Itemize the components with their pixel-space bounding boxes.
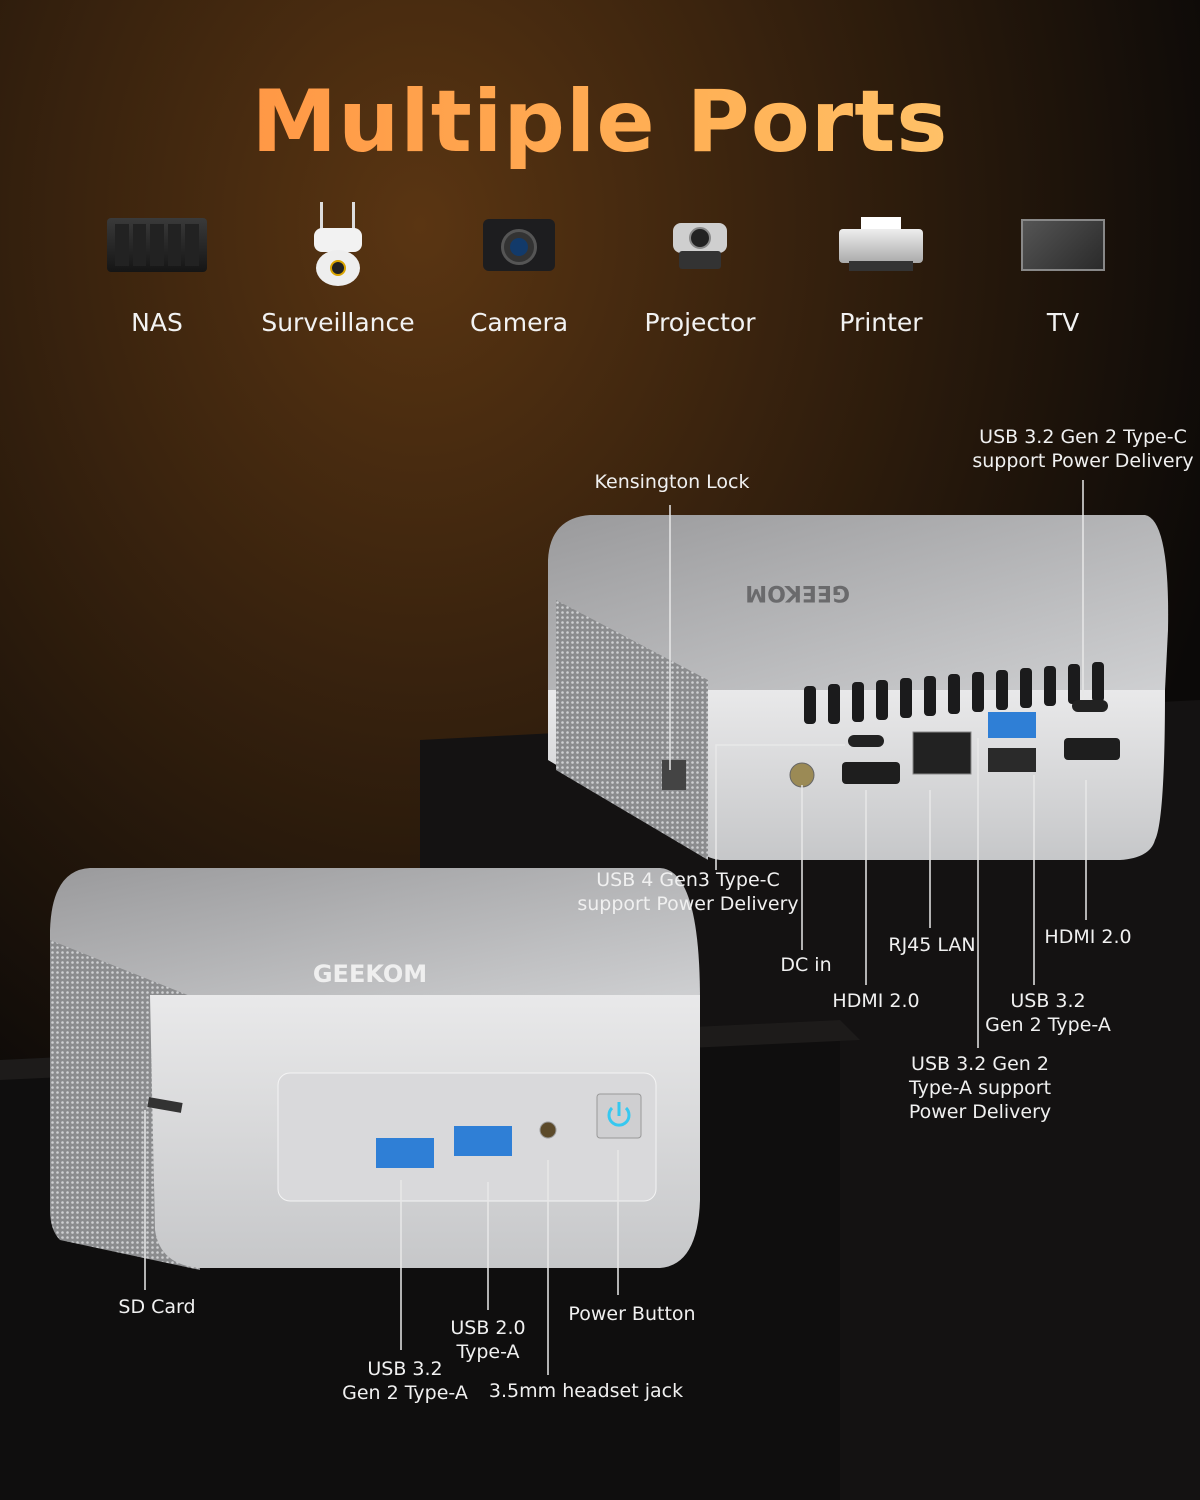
usb-3-2-port: [376, 1138, 434, 1168]
device-tv: TV: [973, 200, 1153, 337]
vent-slots: [804, 662, 1104, 724]
label-rj45: RJ45 LAN: [888, 934, 976, 956]
device-printer: Printer: [791, 200, 971, 337]
label-dc-in: DC in: [780, 954, 832, 976]
page-title: Multiple Ports: [0, 72, 1200, 172]
brand-logo: GEEKOM: [745, 580, 850, 605]
label-hdmi-left: HDMI 2.0: [832, 990, 920, 1012]
label-line: support Power Delivery: [972, 450, 1194, 472]
hdmi-port: [1064, 738, 1120, 760]
device-camera: Camera: [429, 200, 609, 337]
rj45-port: [912, 731, 972, 775]
usb-2-0-port: [454, 1126, 512, 1156]
label-line: USB 3.2 Gen 2 Type-C: [979, 426, 1187, 448]
device-label: TV: [1046, 308, 1080, 337]
device-label: Printer: [839, 308, 923, 337]
device-label: NAS: [131, 308, 183, 337]
mini-pc-front: GEEKOM: [50, 868, 700, 1270]
device-label: Surveillance: [261, 308, 415, 337]
label-line: USB 3.2: [1010, 990, 1086, 1012]
label-line: Gen 2 Type-A: [342, 1382, 468, 1404]
label-line: USB 3.2: [367, 1358, 443, 1380]
device-surveillance: Surveillance: [248, 200, 428, 337]
label-kensington-lock: Kensington Lock: [594, 471, 750, 493]
usb-a-port: [988, 748, 1036, 772]
tv-icon: [973, 200, 1153, 290]
power-icon: [607, 1102, 631, 1127]
label-sd-card: SD Card: [118, 1296, 196, 1318]
label-headset-jack: 3.5mm headset jack: [488, 1380, 684, 1402]
label-line: Power Delivery: [908, 1101, 1052, 1123]
headset-jack: [539, 1121, 557, 1139]
printer-icon: [791, 200, 971, 290]
label-line: Type-A support: [908, 1077, 1052, 1099]
brand-logo: GEEKOM: [313, 960, 427, 988]
dc-in-port: [789, 762, 815, 788]
usb-type-c-port: [1072, 700, 1108, 712]
label-line: USB 4 Gen3 Type-C: [596, 869, 780, 891]
hdmi-port: [842, 762, 900, 784]
mini-pc-rear: GEEKOM: [548, 515, 1169, 860]
label-line: USB 2.0: [450, 1317, 526, 1339]
label-power-button: Power Button: [568, 1303, 696, 1325]
device-label: Projector: [644, 308, 756, 337]
device-label: Camera: [469, 308, 569, 337]
camera-cctv-icon: [248, 200, 428, 290]
label-line: USB 3.2 Gen 2: [911, 1053, 1049, 1075]
label-line: Gen 2 Type-A: [985, 1014, 1111, 1036]
projector-icon: [610, 200, 790, 290]
callout-lines: [144, 480, 1087, 1375]
device-projector: Projector: [610, 200, 790, 337]
usb-a-blue-port: [988, 712, 1036, 738]
sd-card-slot: [147, 1097, 183, 1113]
label-line: Type-A: [456, 1341, 520, 1363]
usb4-type-c-port: [848, 735, 884, 747]
label-hdmi-right: HDMI 2.0: [1044, 926, 1132, 948]
kensington-slot: [662, 760, 686, 790]
dslr-camera-icon: [429, 200, 609, 290]
nas-icon: [67, 200, 247, 290]
device-nas: NAS: [67, 200, 247, 337]
label-line: support Power Delivery: [577, 893, 799, 915]
